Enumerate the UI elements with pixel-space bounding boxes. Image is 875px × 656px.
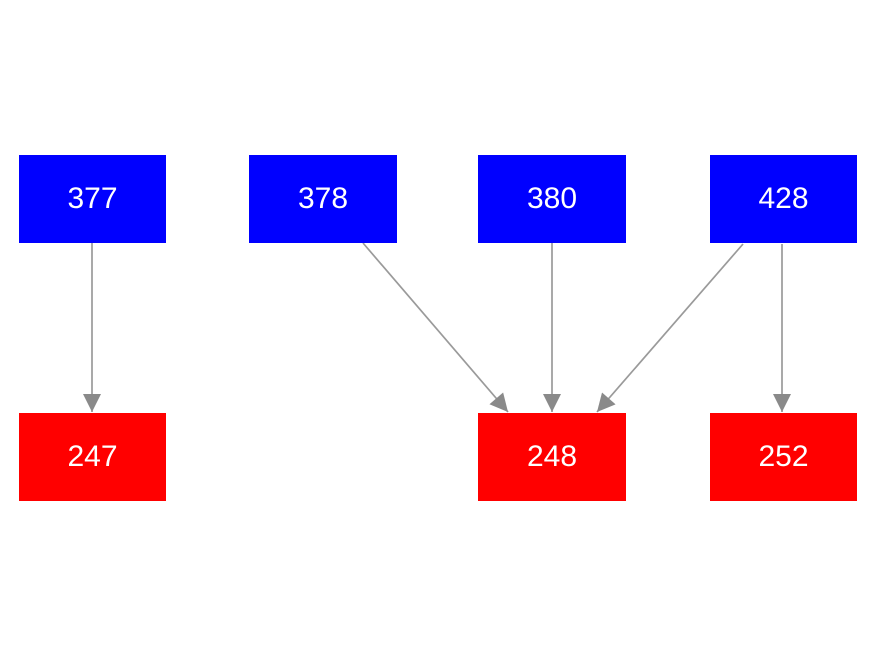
node-label: 247 — [67, 440, 118, 473]
node-label: 252 — [758, 440, 809, 473]
graph-node-248: 248 — [478, 413, 626, 501]
edge-428-to-248 — [596, 243, 744, 413]
node-label: 380 — [526, 182, 578, 215]
graph-node-428: 428 — [710, 155, 857, 243]
graph-node-252: 252 — [710, 413, 857, 501]
node-label: 248 — [526, 440, 578, 473]
node-label: 428 — [758, 182, 809, 215]
graph-node-247: 247 — [19, 413, 166, 501]
graph-node-378: 378 — [249, 155, 397, 243]
node-label: 377 — [67, 182, 118, 215]
graph-node-377: 377 — [19, 155, 166, 243]
graph-node-380: 380 — [478, 155, 626, 243]
edge-group — [83, 242, 791, 413]
edge-378-to-248 — [362, 242, 509, 413]
node-label: 378 — [297, 182, 349, 215]
